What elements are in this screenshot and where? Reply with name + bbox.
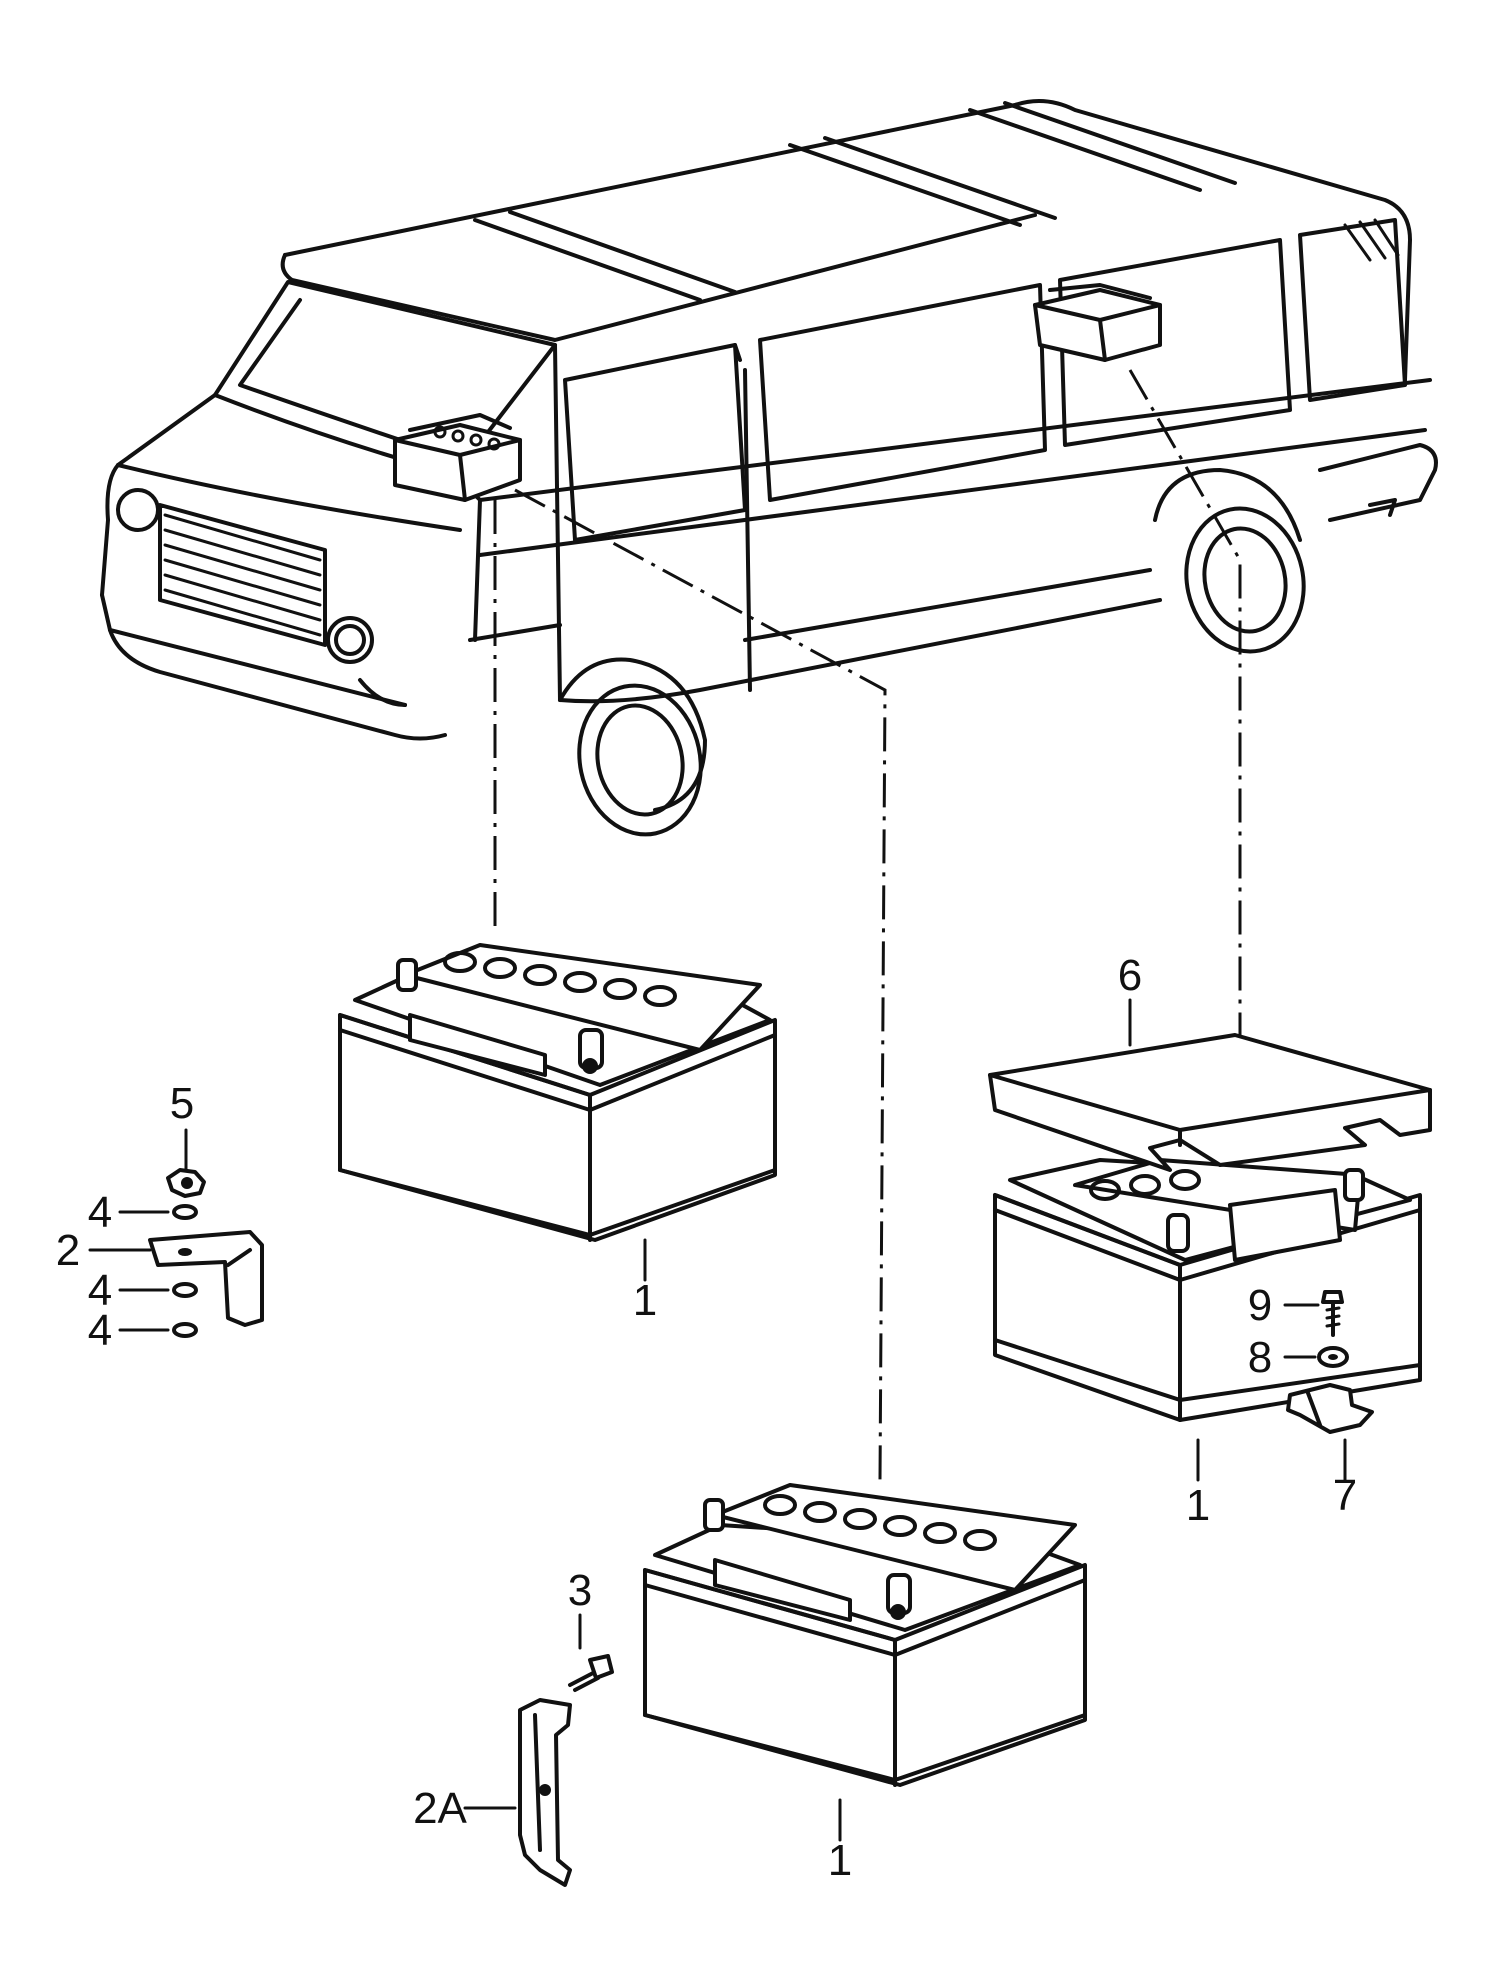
van-illustration [100,99,1438,837]
bracket-2a-icon [518,1698,572,1887]
callout-bolt: 9 [1248,1281,1272,1330]
battery-left [338,943,777,1242]
callout-washer: 4 [88,1188,112,1237]
washer-icon [172,1204,198,1220]
callout-washer: 8 [1248,1333,1272,1382]
callout-bracket-2a: 2A [413,1784,467,1833]
callout-bracket: 2 [56,1226,80,1275]
callout-cover: 6 [1118,951,1142,1000]
bracket-icon [148,1230,264,1327]
battery-right [993,1158,1422,1422]
battery-bottom [643,1483,1087,1787]
callout-nut: 5 [170,1079,194,1128]
callout-screw: 3 [568,1566,592,1615]
battery-location-rear-icon [1033,283,1162,362]
callout-clamp: 7 [1333,1471,1357,1520]
callout-washer: 4 [88,1266,112,1315]
label-leaders [88,998,1347,1842]
bolt-icon [1321,1290,1344,1337]
screw-icon [568,1654,614,1692]
callout-battery: 1 [633,1276,657,1325]
battery-cover [988,1033,1432,1172]
washer-icon [1317,1346,1349,1368]
washer-icon [172,1282,198,1298]
callout-battery: 1 [1186,1481,1210,1530]
battery-location-front-icon [393,413,522,502]
callout-washer: 4 [88,1306,112,1355]
washer-icon [172,1322,198,1338]
clamp-icon [1286,1383,1374,1434]
reference-lines [493,369,1242,1481]
nut-icon [166,1168,206,1198]
callout-battery: 1 [828,1836,852,1885]
